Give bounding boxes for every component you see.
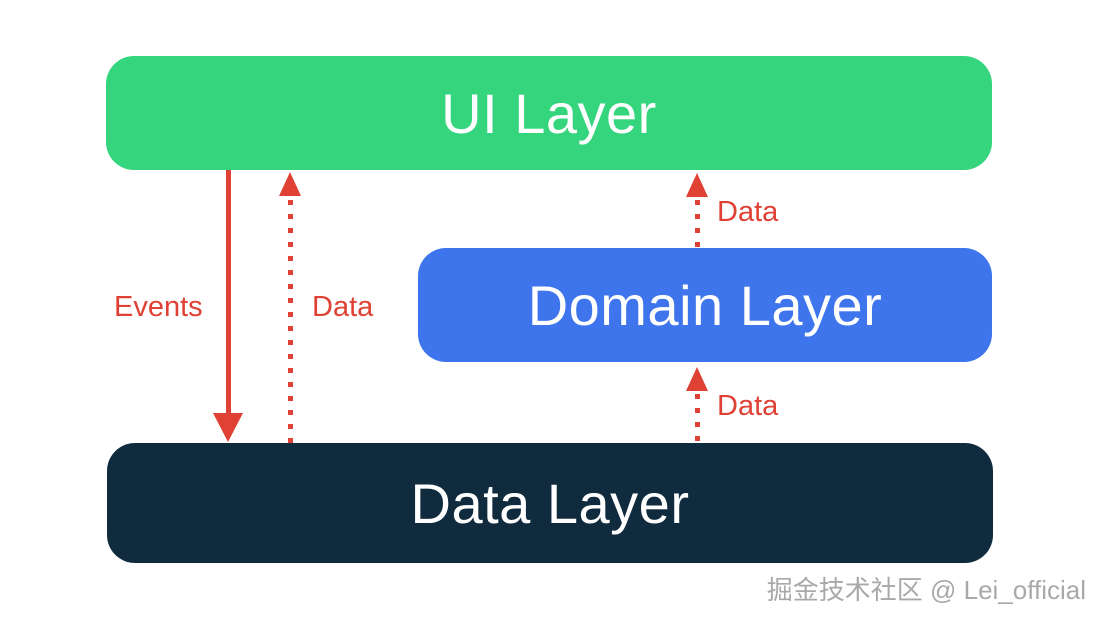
arrow-up-head-icon bbox=[686, 367, 708, 391]
data-arrow-data-domain-label: Data bbox=[717, 390, 779, 422]
data-layer-box: Data Layer bbox=[107, 443, 993, 563]
watermark-text: 掘金技术社区 @ Lei_official bbox=[766, 575, 1086, 605]
events-arrow-line bbox=[226, 170, 231, 414]
data-arrow-left-label: Data bbox=[312, 291, 374, 323]
data-arrow-data-domain-line bbox=[695, 394, 700, 443]
data-arrow-left-line bbox=[288, 200, 293, 443]
domain-layer-label: Domain Layer bbox=[527, 273, 883, 337]
data-arrow-domain-ui-line bbox=[695, 200, 700, 247]
ui-layer-label: UI Layer bbox=[441, 81, 657, 145]
data-arrow-domain-ui-label: Data bbox=[717, 196, 779, 228]
arrow-up-head-icon bbox=[686, 173, 708, 197]
events-arrow-label: Events bbox=[114, 291, 203, 323]
arrow-down-head-icon bbox=[213, 413, 243, 442]
data-layer-label: Data Layer bbox=[410, 471, 690, 535]
domain-layer-box: Domain Layer bbox=[418, 248, 992, 362]
arrow-up-head-icon bbox=[279, 172, 301, 196]
ui-layer-box: UI Layer bbox=[106, 56, 992, 170]
